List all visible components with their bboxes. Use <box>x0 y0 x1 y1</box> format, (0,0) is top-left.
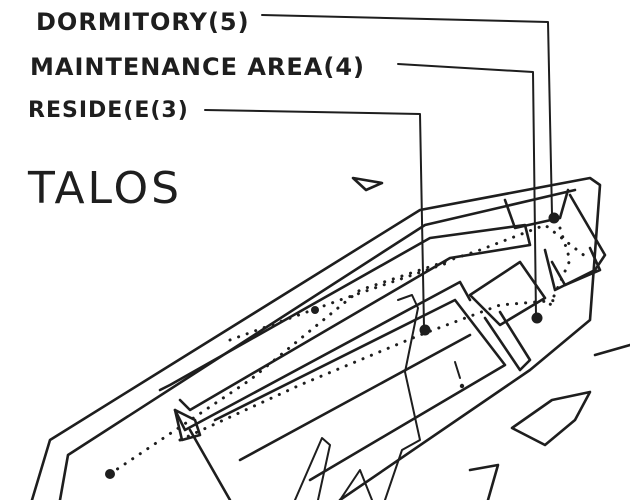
debris-bottom <box>468 463 500 500</box>
maintenance-leader-line <box>397 63 537 317</box>
maintenance-area-label: MAINTENANCE AREA(4) <box>30 53 365 81</box>
residence-block <box>213 298 507 482</box>
debris-right <box>510 390 592 447</box>
dotted-route-upper-spur <box>228 260 452 342</box>
airlock <box>173 408 202 442</box>
station-title: TALOS <box>27 163 182 214</box>
debris-edge <box>593 343 630 357</box>
small-room-right <box>550 246 602 287</box>
dotted-route-lower <box>178 298 562 442</box>
exclamation-mark-line <box>454 361 461 379</box>
dormitory-leader-line <box>261 14 553 215</box>
residence-divider <box>238 333 472 462</box>
dotted-route-right <box>548 226 572 307</box>
station-inner-hull <box>58 188 577 500</box>
dormitory-module <box>503 188 570 230</box>
lower-spike-left <box>294 437 331 500</box>
middle-corridor <box>173 280 472 432</box>
dormitory-label: DORMITORY(5) <box>36 8 250 36</box>
residence-label: RESIDE(E(3) <box>28 98 189 123</box>
maintenance-module <box>468 260 547 327</box>
maintenance-marker <box>531 312 543 324</box>
residence-marker <box>419 324 431 336</box>
exclamation-mark-dot <box>459 383 465 389</box>
lower-spike-right <box>339 469 373 500</box>
upper-right-module <box>543 193 607 292</box>
debris-small <box>351 176 384 192</box>
maintenance-annex <box>483 310 532 372</box>
residence-leader-line <box>204 109 425 328</box>
lower-wall-left <box>188 428 232 500</box>
internal-crack <box>384 294 421 500</box>
station-outer-hull <box>30 176 602 500</box>
upper-corridor <box>158 223 532 412</box>
dotted-route-upper <box>108 223 592 476</box>
